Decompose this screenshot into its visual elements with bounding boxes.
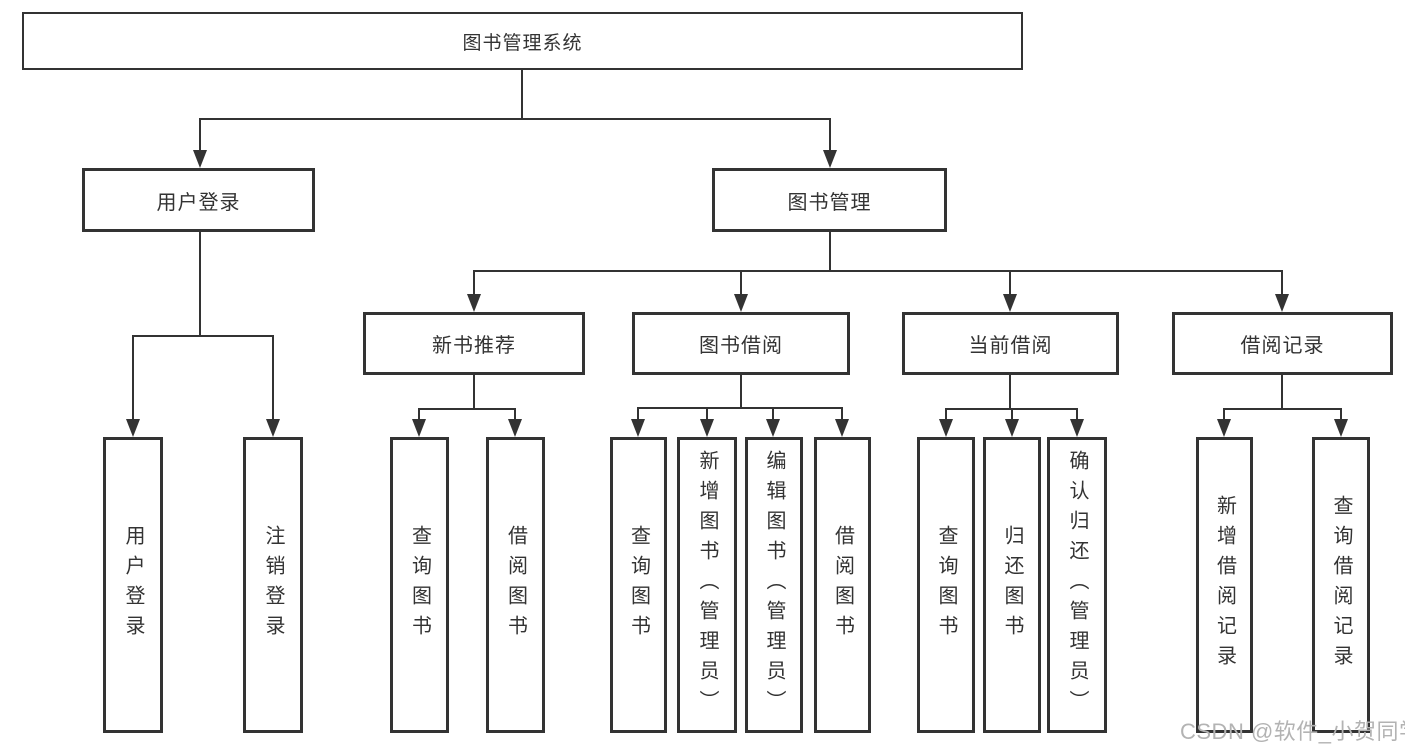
leaf-logout: 注销登录 [243, 437, 303, 733]
node-new-book-recommend-label: 新书推荐 [432, 335, 516, 357]
connector-level2-rail [199, 118, 831, 120]
leaf-query-borrow-record-label: 查询借阅记录 [1330, 495, 1352, 675]
leaf-query-books-2: 查询图书 [610, 437, 667, 733]
arrow-down-icon [508, 419, 522, 437]
connector-drop-book-mgmt [829, 118, 831, 150]
arrow-down-icon [467, 294, 481, 312]
arrow-down-icon [1275, 294, 1289, 312]
connector-new-books-stem [473, 375, 475, 408]
connector-user-login-stem [199, 232, 201, 335]
connector-drop-book-borrow [740, 270, 742, 294]
leaf-borrow-books-1: 借阅图书 [486, 437, 545, 733]
leaf-logout-label: 注销登录 [262, 525, 284, 645]
node-book-borrowing-label: 图书借阅 [699, 335, 783, 357]
arrow-down-icon [1003, 294, 1017, 312]
connector-drop [1223, 408, 1225, 420]
arrow-down-icon [266, 419, 280, 437]
node-library-system-label: 图书管理系统 [462, 32, 583, 54]
leaf-query-books-2-label: 查询图书 [627, 525, 650, 645]
connector-drop [706, 407, 708, 419]
leaf-user-login: 用户登录 [103, 437, 163, 733]
node-book-borrowing: 图书借阅 [632, 312, 850, 375]
connector-borrow-records-rail [1223, 408, 1341, 410]
connector-drop [1076, 408, 1078, 420]
leaf-borrow-books-2: 借阅图书 [814, 437, 871, 733]
leaf-return-books-label: 归还图书 [1001, 525, 1023, 645]
node-borrowing-records: 借阅记录 [1172, 312, 1393, 375]
leaf-add-books-admin-label: 新增图书（管理员） [696, 450, 718, 720]
arrow-down-icon [766, 419, 780, 437]
connector-borrow-records-stem [1281, 375, 1283, 408]
connector-drop [418, 408, 420, 420]
connector-book-mgmt-stem [829, 232, 831, 270]
leaf-query-borrow-record: 查询借阅记录 [1312, 437, 1370, 733]
arrow-down-icon [412, 419, 426, 437]
node-current-borrowing: 当前借阅 [902, 312, 1119, 375]
connector-drop-leaf-login [132, 335, 134, 419]
arrow-down-icon [823, 150, 837, 168]
connector-drop [637, 407, 639, 419]
connector-drop [1340, 408, 1342, 420]
node-book-management: 图书管理 [712, 168, 947, 232]
connector-new-books-rail [418, 408, 516, 410]
arrow-down-icon [1217, 419, 1231, 437]
connector-user-login-rail [132, 335, 274, 337]
leaf-edit-books-admin: 编辑图书（管理员） [745, 437, 803, 733]
leaf-query-books-1-label: 查询图书 [408, 525, 431, 645]
arrow-down-icon [631, 419, 645, 437]
node-new-book-recommend: 新书推荐 [363, 312, 585, 375]
leaf-confirm-return-admin-label: 确认归还（管理员） [1066, 450, 1088, 720]
connector-drop-borrow-records [1281, 270, 1283, 294]
leaf-user-login-label: 用户登录 [122, 525, 144, 645]
node-user-login: 用户登录 [82, 168, 315, 232]
csdn-watermark: CSDN @软件_小贺同学 [1180, 719, 1405, 744]
leaf-query-books-3-label: 查询图书 [935, 525, 957, 645]
arrow-down-icon [939, 419, 953, 437]
leaf-borrow-books-1-label: 借阅图书 [504, 525, 527, 645]
connector-drop [945, 408, 947, 420]
arrow-down-icon [1005, 419, 1019, 437]
arrow-down-icon [700, 419, 714, 437]
connector-current-borrow-stem [1009, 375, 1011, 408]
leaf-add-borrow-record-label: 新增借阅记录 [1213, 495, 1236, 675]
leaf-add-books-admin: 新增图书（管理员） [677, 437, 737, 733]
connector-drop-user-login [199, 118, 201, 150]
node-user-login-label: 用户登录 [156, 191, 241, 214]
connector-drop [514, 408, 516, 420]
arrow-down-icon [1070, 419, 1084, 437]
leaf-return-books: 归还图书 [983, 437, 1041, 733]
connector-drop [841, 407, 843, 419]
node-current-borrowing-label: 当前借阅 [968, 335, 1053, 357]
arrow-down-icon [734, 294, 748, 312]
leaf-edit-books-admin-label: 编辑图书（管理员） [763, 450, 785, 720]
arrow-down-icon [126, 419, 140, 437]
connector-drop-leaf-logout [272, 335, 274, 419]
arrow-down-icon [1334, 419, 1348, 437]
connector-drop [772, 407, 774, 419]
connector-level3-rail [473, 270, 1283, 272]
leaf-query-books-1: 查询图书 [390, 437, 449, 733]
connector-drop [1011, 408, 1013, 420]
connector-drop-new-books [473, 270, 475, 294]
node-borrowing-records-label: 借阅记录 [1240, 335, 1325, 357]
node-book-management-label: 图书管理 [787, 191, 872, 214]
connector-drop-current-borrow [1009, 270, 1011, 294]
arrow-down-icon [193, 150, 207, 168]
leaf-query-books-3: 查询图书 [917, 437, 975, 733]
arrow-down-icon [835, 419, 849, 437]
connector-book-borrow-stem [740, 375, 742, 407]
leaf-add-borrow-record: 新增借阅记录 [1196, 437, 1253, 733]
leaf-confirm-return-admin: 确认归还（管理员） [1047, 437, 1107, 733]
connector-book-borrow-rail [637, 407, 843, 409]
connector-root-stem [521, 70, 523, 118]
leaf-borrow-books-2-label: 借阅图书 [831, 525, 854, 645]
node-library-system: 图书管理系统 [22, 12, 1023, 70]
